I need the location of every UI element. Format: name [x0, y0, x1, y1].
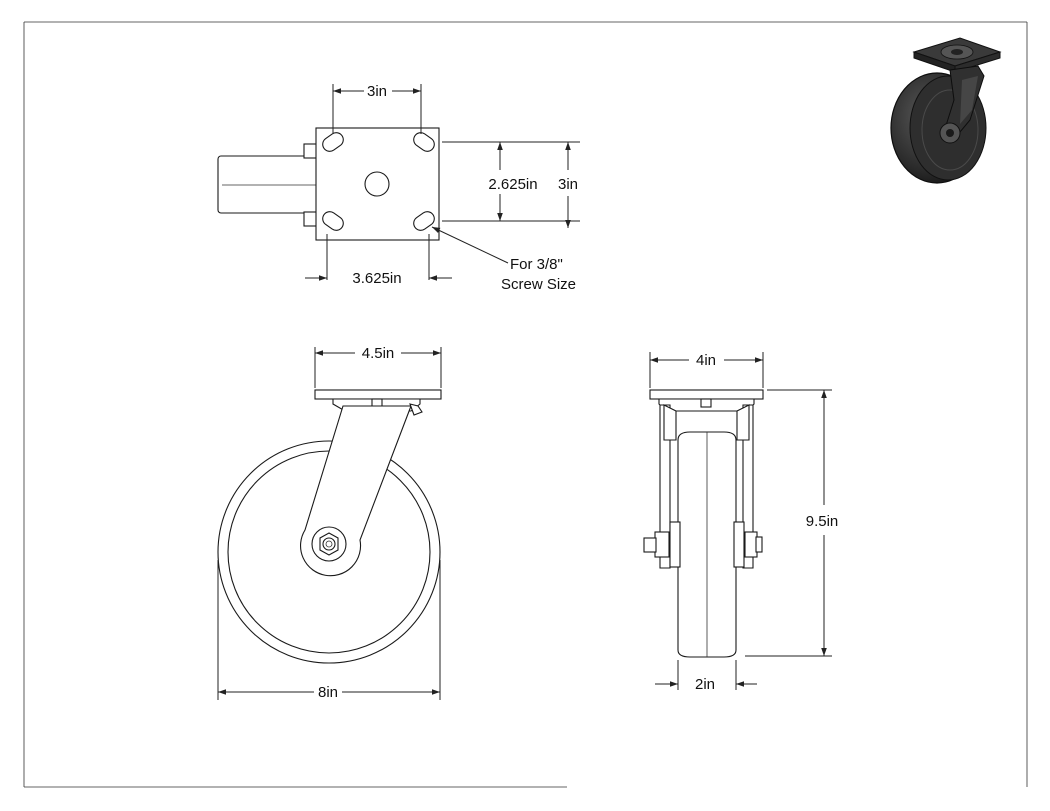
dim-hole-spacing-height: 2.625in [488, 176, 537, 193]
top-view: 3in 2.625in 3in 3.625in For 3/8" Screw S… [217, 83, 580, 293]
dim-hole-spacing-width: 3in [367, 83, 387, 100]
dim-side-plate-width: 4.5in [362, 345, 395, 362]
dim-front-plate-width: 4in [696, 352, 716, 369]
caster-wheel-3d-render-icon [890, 37, 1002, 184]
sheet-border [23, 21, 1028, 788]
dim-wheel-diameter: 8in [318, 684, 338, 701]
side-view: 4.5in 8in [217, 345, 442, 701]
mounting-slots [322, 132, 435, 231]
dim-plate-height: 3in [558, 176, 578, 193]
dim-wheel-width: 2in [695, 676, 715, 693]
screw-note-line1: For 3/8" [510, 256, 563, 273]
screw-note-line2: Screw Size [501, 276, 576, 293]
dim-overall-height: 9.5in [806, 513, 839, 530]
dim-hole-spacing-depth: 3.625in [352, 270, 401, 287]
front-view: 4in 9.5in 2in [643, 352, 839, 693]
